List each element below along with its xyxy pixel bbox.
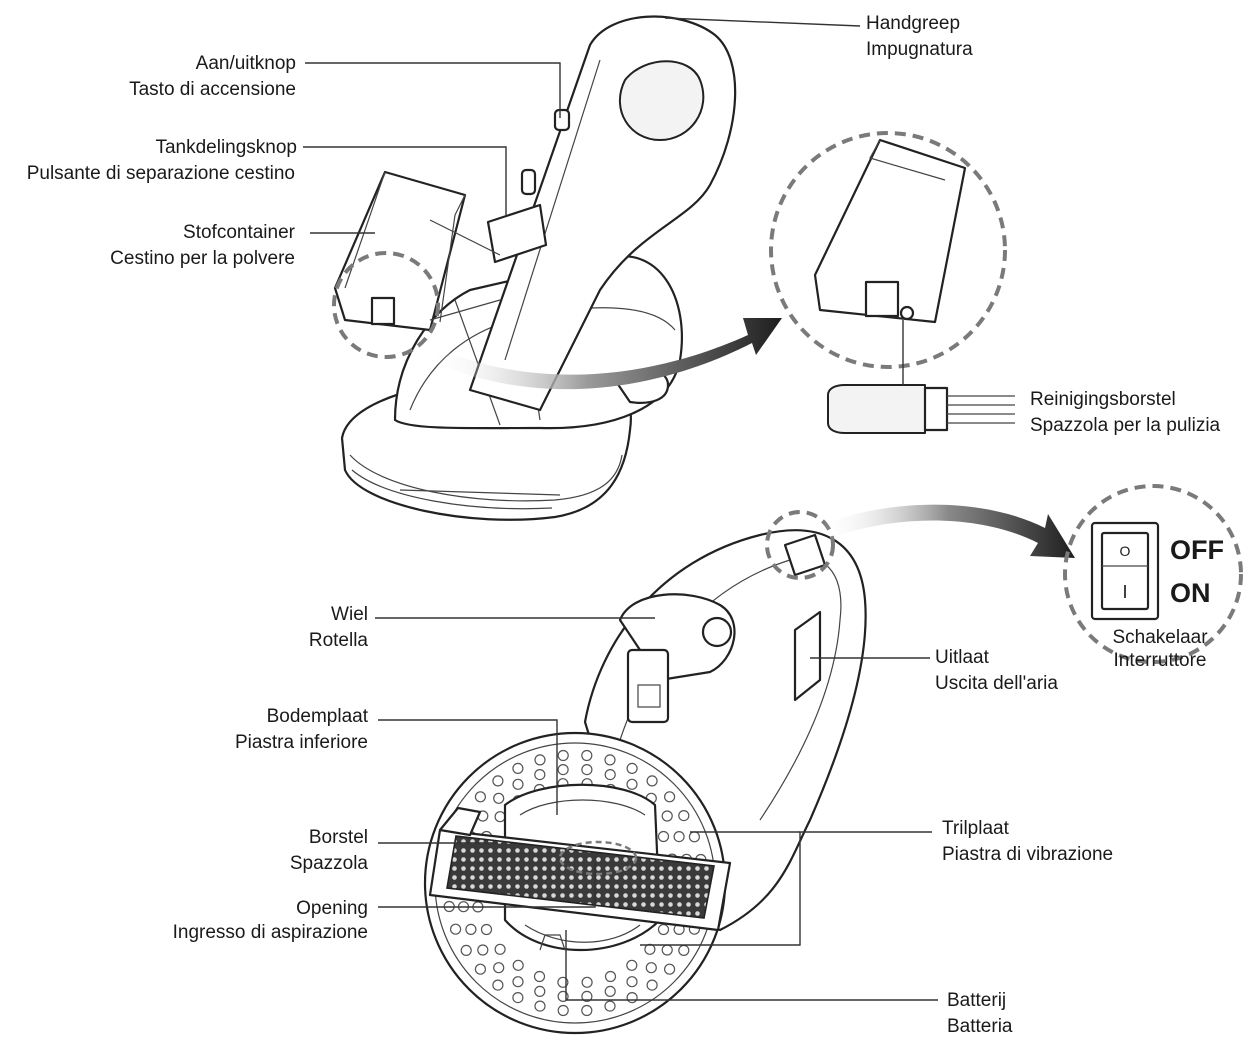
vibration-plate-hole	[678, 944, 690, 957]
vibration-plate-hole	[512, 778, 524, 790]
vibration-plate-hole	[493, 792, 505, 804]
cleaning-brush-label-it: Spazzola per la pulizia	[1030, 415, 1221, 436]
wheel-label-nl: Wiel	[331, 604, 368, 625]
switch-off-label: OFF	[1170, 535, 1224, 565]
vibration-plate-hole	[557, 763, 569, 776]
tank-release-label-nl: Tankdelingsknop	[155, 137, 297, 158]
battery-label-it: Batteria	[947, 1016, 1013, 1037]
zoom-arrow-bottom	[820, 504, 1075, 558]
bottom-plate-label-it: Piastra inferiore	[235, 732, 368, 753]
vibration-plate-hole	[512, 991, 524, 1004]
wheel-label-it: Rotella	[309, 630, 369, 651]
vibration-plate-hole	[661, 810, 673, 822]
top-vacuum-illustration	[333, 15, 737, 521]
vibration-plate-hole	[657, 830, 670, 843]
rocker-switch-zoom: O I OFF ON	[1063, 484, 1243, 664]
vibration-plate-hole	[626, 762, 638, 775]
switch-detail-highlight	[765, 510, 835, 580]
vibration-plate-hole	[534, 985, 546, 998]
vibration-plate-hole	[604, 1000, 616, 1012]
cleaning-brush-zoom	[769, 131, 1015, 434]
vibration-plate-label-nl: Trilplaat	[942, 818, 1010, 839]
vibration-plate-hole	[477, 944, 489, 956]
container-detail-highlight	[332, 251, 440, 359]
switch-off-symbol: O	[1120, 543, 1131, 559]
cleaning-brush-label-nl: Reinigingsborstel	[1030, 389, 1176, 410]
vibration-plate-hole	[644, 943, 656, 955]
bottom-vacuum-illustration	[423, 529, 867, 1035]
leader-lines	[303, 17, 938, 1001]
vibration-plate-hole	[534, 754, 546, 766]
brush-label-nl: Borstel	[309, 827, 368, 848]
vibration-plate-hole	[663, 963, 676, 975]
handle-label-it: Impugnatura	[866, 39, 973, 60]
handle-label-nl: Handgreep	[866, 13, 960, 34]
vibration-plate-hole	[480, 923, 493, 936]
vibration-plate-hole	[474, 791, 486, 803]
vibration-plate-hole	[663, 791, 676, 803]
power-button-label-nl: Aan/uitknop	[196, 53, 296, 74]
vibration-plate-hole	[494, 943, 506, 955]
vibration-plate-hole	[626, 959, 638, 971]
vibration-plate-hole	[626, 991, 638, 1004]
vibration-plate-hole	[512, 762, 524, 775]
vibration-plate-hole	[581, 763, 593, 776]
vibration-plate-hole	[534, 1000, 546, 1012]
vibration-plate-hole	[604, 985, 616, 998]
dust-container-label-nl: Stofcontainer	[183, 222, 296, 243]
vibration-plate-hole	[581, 1004, 593, 1017]
vibration-plate-hole	[450, 923, 462, 935]
zoom-arrow-top	[428, 318, 782, 390]
dust-container-label-it: Cestino per la polvere	[110, 248, 295, 269]
vibration-plate-hole	[581, 990, 593, 1003]
switch-label-it: Interruttore	[1114, 650, 1207, 671]
vibration-plate-hole	[533, 970, 546, 983]
vibration-plate-hole	[661, 944, 673, 956]
vibration-plate-hole	[460, 944, 472, 957]
switch-on-label: ON	[1170, 578, 1211, 608]
vibration-plate-hole	[688, 831, 701, 843]
vibration-plate-hole	[474, 963, 486, 975]
vibration-plate-hole	[626, 976, 638, 988]
vibration-plate-hole	[534, 768, 546, 781]
brush-label-it: Spazzola	[290, 853, 369, 874]
opening-label-it: Ingresso di aspirazione	[173, 922, 368, 943]
vibration-plate-hole	[604, 970, 617, 983]
vibration-plate-hole	[646, 775, 658, 787]
power-button-label-it: Tasto di accensione	[129, 79, 296, 100]
vibration-plate-label-it: Piastra di vibrazione	[942, 844, 1113, 865]
opening-label-nl: Opening	[296, 898, 368, 919]
switch-on-symbol: I	[1122, 582, 1127, 602]
vibration-plate-hole	[673, 830, 685, 843]
vibration-plate-hole	[678, 809, 690, 822]
vibration-plate-hole	[657, 923, 670, 936]
battery-label-nl: Batterij	[947, 990, 1006, 1011]
tank-release-label-it: Pulsante di separazione cestino	[27, 163, 295, 184]
vibration-plate-hole	[626, 778, 638, 790]
vibration-plate-hole	[604, 768, 616, 781]
vibration-plate-hole	[493, 962, 505, 974]
vibration-plate-hole	[512, 976, 524, 988]
vibration-plate-hole	[465, 923, 477, 936]
vibration-plate-hole	[557, 749, 569, 762]
exhaust-label-nl: Uitlaat	[935, 647, 990, 668]
exhaust-label-it: Uscita dell'aria	[935, 673, 1058, 694]
vibration-plate-hole	[581, 749, 593, 762]
vibration-plate-hole	[645, 962, 657, 974]
vibration-plate-hole	[492, 979, 504, 991]
bottom-plate-label-nl: Bodemplaat	[267, 706, 369, 727]
vibration-plate-hole	[492, 775, 504, 787]
vibration-plate-hole	[494, 811, 506, 823]
vibration-plate-hole	[604, 754, 616, 766]
vibration-plate-hole	[646, 979, 658, 991]
switch-label-nl: Schakelaar	[1112, 627, 1208, 648]
labels: Handgreep Impugnatura Aan/uitknop Tasto …	[27, 13, 1221, 1037]
vibration-plate-hole	[581, 976, 593, 988]
vibration-plate-hole	[557, 1004, 569, 1017]
vibration-plate-hole	[512, 959, 524, 971]
